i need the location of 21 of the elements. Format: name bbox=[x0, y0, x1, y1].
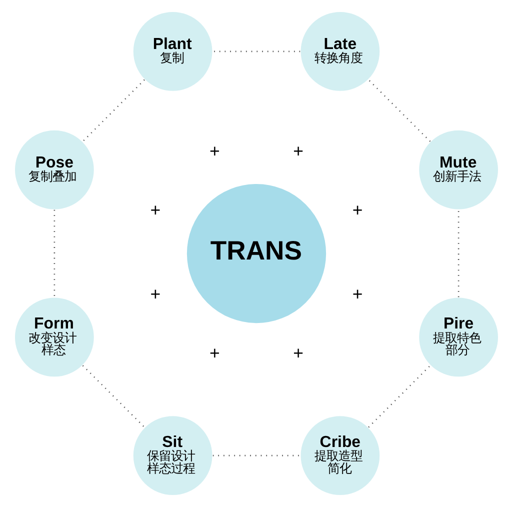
label: + bbox=[208, 140, 220, 161]
node-circle: TRANS bbox=[186, 183, 326, 324]
connector bbox=[82, 79, 144, 142]
node-circle: Late 转换角度 bbox=[299, 11, 380, 92]
node-circle: Cribe 提取造型简化 bbox=[299, 415, 380, 496]
connector bbox=[368, 79, 430, 142]
label: + bbox=[292, 140, 304, 161]
label: + bbox=[208, 342, 220, 363]
label: + bbox=[150, 284, 160, 304]
node-circle: Pose 复制叠加 bbox=[14, 129, 94, 210]
node-circle: Sit 保留设计样态过程 bbox=[132, 415, 213, 496]
label: + bbox=[150, 200, 160, 220]
label: + bbox=[352, 284, 362, 304]
connector bbox=[368, 365, 430, 428]
node-circle: Mute 创新手法 bbox=[418, 129, 498, 210]
node-circle: Pire 提取特色部分 bbox=[418, 296, 498, 378]
node-circle: Plant 复制 bbox=[132, 11, 213, 92]
label: + bbox=[352, 200, 362, 220]
connector bbox=[82, 365, 144, 428]
node-circle: Form 改变设计样态 bbox=[14, 296, 94, 378]
label: + bbox=[292, 342, 304, 363]
